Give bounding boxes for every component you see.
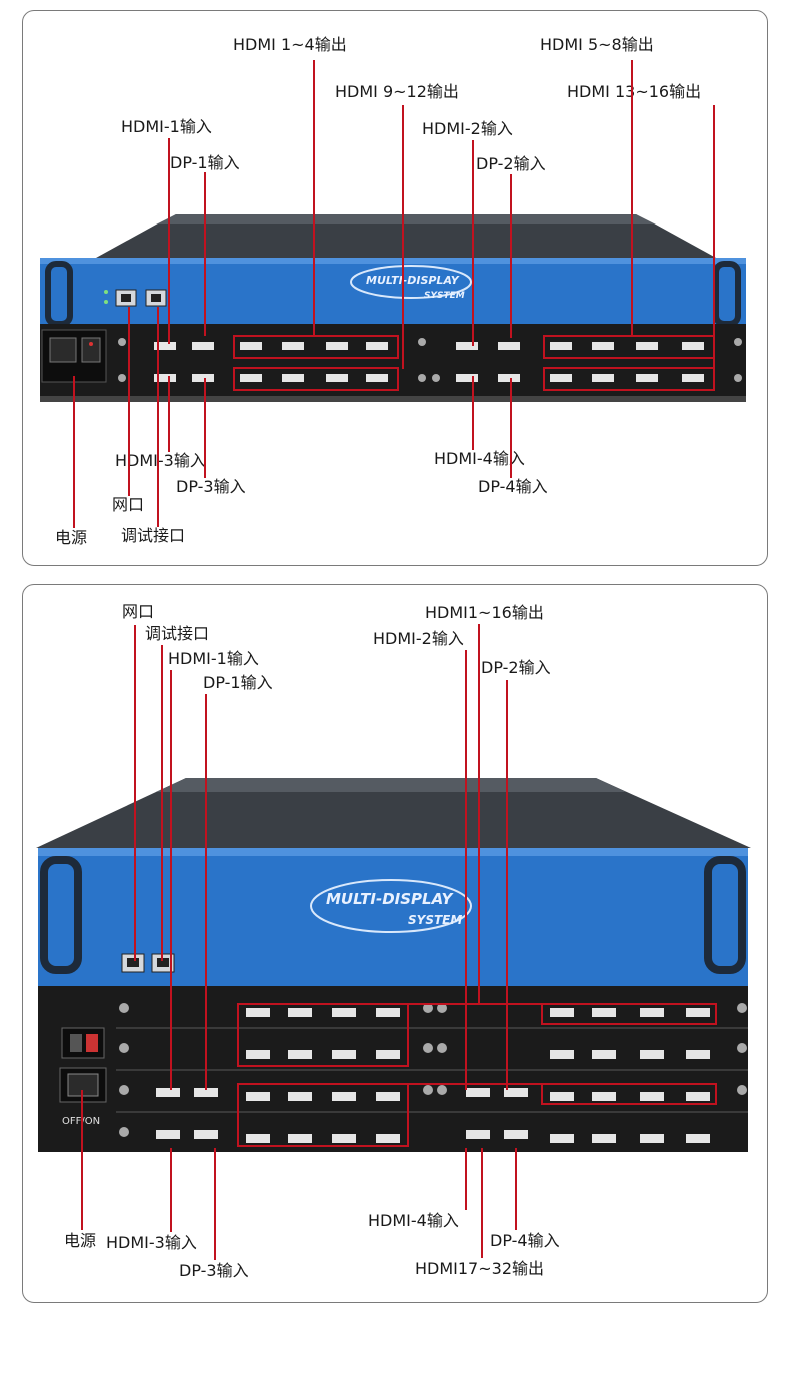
label-dp4-in: DP-4输入 — [478, 477, 548, 496]
callout-line — [170, 670, 172, 1090]
callout-line — [214, 1148, 216, 1260]
label-dp1-in: DP-1输入 — [170, 153, 240, 172]
device-1u-illustration: MULTI-DISPLAY SYSTEM — [40, 214, 746, 402]
label-hdmi-5-8-out: HDMI 5~8输出 — [540, 35, 654, 54]
label-dp3-in: DP-3输入 — [176, 477, 246, 496]
callout-line — [472, 140, 474, 346]
label-power: 电源 — [55, 528, 88, 547]
device-logo-line2: SYSTEM — [408, 913, 462, 927]
label-hdmi1-in: HDMI-1输入 — [168, 649, 259, 668]
callout-line — [134, 625, 136, 961]
device-logo-line1: MULTI-DISPLAY — [366, 274, 460, 287]
label-hdmi-9-12-out: HDMI 9~12输出 — [335, 82, 459, 101]
callout-line — [515, 1148, 517, 1230]
callout-line — [168, 138, 170, 344]
callout-line — [481, 1148, 483, 1258]
label-dp3-in: DP-3输入 — [179, 1261, 249, 1280]
label-dp2-in: DP-2输入 — [476, 154, 546, 173]
label-hdmi3-in: HDMI-3输入 — [106, 1233, 197, 1252]
callout-line — [465, 650, 467, 1090]
label-dp1-in: DP-1输入 — [203, 673, 273, 692]
device-logo-line2: SYSTEM — [424, 291, 465, 301]
callout-line — [510, 174, 512, 338]
callout-line — [204, 378, 206, 478]
label-net-port: 网口 — [122, 602, 155, 621]
label-debug-port: 调试接口 — [145, 624, 210, 643]
label-hdmi-13-16-out: HDMI 13~16输出 — [567, 82, 702, 101]
label-dp4-in: DP-4输入 — [490, 1231, 560, 1250]
label-hdmi3-in: HDMI-3输入 — [115, 451, 206, 470]
callout-line — [402, 105, 404, 369]
callout-line — [465, 1148, 467, 1210]
callout-line — [478, 624, 480, 1004]
label-hdmi-1-4-out: HDMI 1~4输出 — [233, 35, 347, 54]
callout-line — [81, 1090, 83, 1230]
callout-line — [313, 60, 315, 337]
callout-line — [204, 172, 206, 336]
label-hdmi4-in: HDMI-4输入 — [434, 449, 525, 468]
callout-line — [631, 60, 633, 337]
label-hdmi2-in: HDMI-2输入 — [422, 119, 513, 138]
label-net-port: 网口 — [112, 495, 145, 514]
callout-line — [713, 105, 715, 369]
callout-line — [128, 307, 130, 496]
label-hdmi-17-32-out: HDMI17~32输出 — [415, 1259, 545, 1278]
callout-line — [161, 645, 163, 961]
label-power: 电源 — [64, 1231, 97, 1250]
device-4u-illustration: MULTI-DISPLAY SYSTEM OFF/ON — [36, 778, 751, 1152]
callout-line — [510, 378, 512, 478]
callout-line — [472, 376, 474, 450]
callout-line — [73, 376, 75, 528]
label-dp2-in: DP-2输入 — [481, 658, 551, 677]
label-hdmi4-in: HDMI-4输入 — [368, 1211, 459, 1230]
device-logo-line1: MULTI-DISPLAY — [326, 890, 454, 908]
callout-line — [205, 694, 207, 1090]
label-hdmi2-in: HDMI-2输入 — [373, 629, 464, 648]
callout-line — [157, 307, 159, 527]
callout-line — [170, 1148, 172, 1232]
label-hdmi-1-16-out: HDMI1~16输出 — [425, 603, 544, 622]
label-hdmi1-in: HDMI-1输入 — [121, 117, 212, 136]
callout-line — [506, 680, 508, 1090]
label-debug-port: 调试接口 — [121, 526, 186, 545]
callout-line — [168, 376, 170, 452]
